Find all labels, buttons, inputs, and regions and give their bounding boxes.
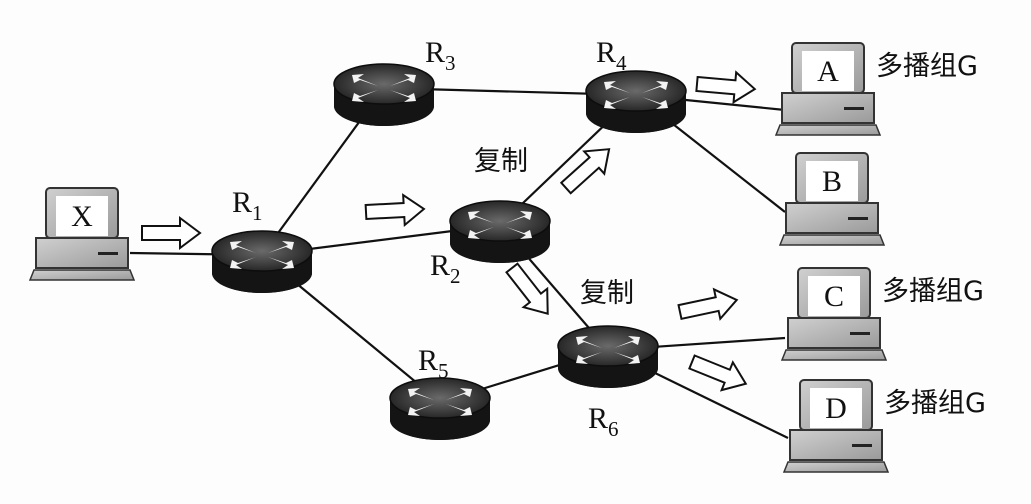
host-label-x: X <box>71 200 93 233</box>
flow-arrow-R4-to-A <box>695 70 757 105</box>
host-label-d: D <box>825 392 847 425</box>
host-x: X <box>28 187 136 281</box>
router-arrows-icon <box>408 388 472 416</box>
router-arrows-icon <box>230 241 294 269</box>
router-label-r2: R2 <box>430 249 461 288</box>
router-label-r4: R4 <box>596 36 627 75</box>
host-label-b: B <box>822 165 842 198</box>
router-arrows-icon <box>468 211 532 239</box>
router-arrows-icon <box>576 336 640 364</box>
multicast-group-label-c: 多播组G <box>882 276 984 307</box>
multicast-group-label-a: 多播组G <box>876 51 978 82</box>
host-d: D 多播组G <box>782 379 986 473</box>
host-label-c: C <box>824 280 844 313</box>
replicate-annotation-r6: 复制 <box>580 278 634 309</box>
router-r4 <box>585 70 687 133</box>
router-r6 <box>557 325 659 388</box>
flow-arrow-R2-to-R4 <box>559 148 611 195</box>
router-label-r5: R5 <box>418 344 449 383</box>
router-arrows-icon <box>604 81 668 109</box>
router-label-r6: R6 <box>588 402 619 441</box>
flow-arrow-X-to-R1 <box>141 216 202 250</box>
flow-arrow-R1-to-R2 <box>364 193 426 228</box>
router-arrows-icon <box>352 74 416 102</box>
host-label-a: A <box>817 55 839 88</box>
host-b: B <box>778 152 886 246</box>
host-a: A 多播组G <box>774 42 978 136</box>
router-label-r3: R3 <box>425 36 456 75</box>
replicate-annotation-r2: 复制 <box>474 146 528 177</box>
host-c: C 多播组G <box>780 267 984 361</box>
router-r3 <box>333 63 435 126</box>
router-label-r1: R1 <box>232 186 263 225</box>
router-r5 <box>389 377 491 440</box>
router-r1 <box>211 230 313 293</box>
multicast-group-label-d: 多播组G <box>884 388 986 419</box>
flow-arrow-R6-to-C <box>677 287 739 321</box>
flow-arrow-R2-to-R6 <box>505 262 549 316</box>
flow-arrow-R6-to-D <box>688 354 748 392</box>
router-r2 <box>449 200 551 263</box>
